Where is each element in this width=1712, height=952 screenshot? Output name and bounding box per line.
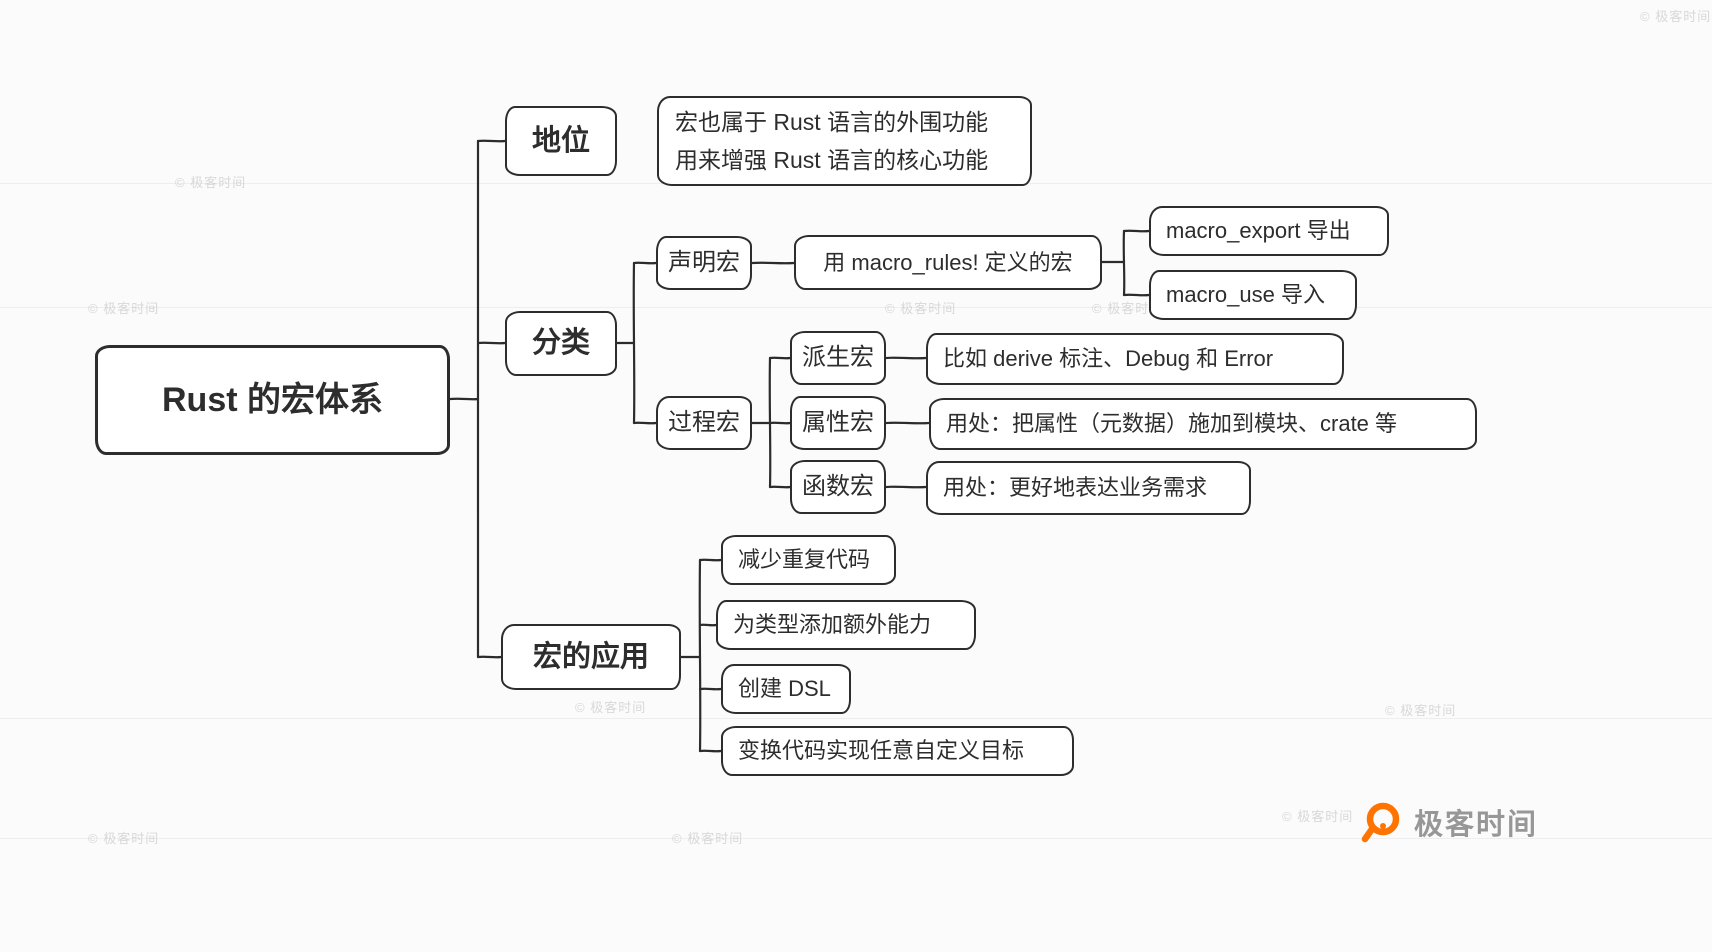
connector	[1122, 293, 1151, 297]
node-derive-macro: 派生宏	[790, 331, 886, 385]
node-application: 宏的应用	[501, 624, 681, 690]
watermark: © 极客时间	[672, 831, 744, 846]
connector	[884, 421, 931, 425]
connector	[632, 261, 658, 265]
node-app-create-dsl: 创建 DSL	[721, 664, 851, 714]
watermark: © 极客时间	[175, 175, 247, 190]
node-category-label: 分类	[531, 327, 590, 360]
node-procedural-macro-label: 过程宏	[668, 409, 740, 436]
node-app-extra-ability-label: 为类型添加额外能力	[733, 612, 932, 638]
node-status-note-line2: 用来增强 Rust 语言的核心功能	[675, 147, 989, 173]
node-macro-export-label: macro_export 导出	[1166, 218, 1351, 244]
connector	[632, 261, 636, 425]
connector	[698, 687, 723, 691]
node-declarative-macro-label: 声明宏	[668, 249, 740, 276]
watermark: © 极客时间	[575, 700, 647, 715]
node-function-macro: 函数宏	[790, 460, 886, 514]
divider	[0, 718, 1712, 719]
node-macro-export: macro_export 导出	[1149, 206, 1389, 256]
node-category: 分类	[505, 311, 617, 376]
node-procedural-macro: 过程宏	[656, 396, 752, 450]
node-attribute-note: 用处：把属性（元数据）施加到模块、crate 等	[929, 398, 1477, 450]
watermark: © 极客时间	[1092, 301, 1164, 316]
node-macro-rules-label: 用 macro_rules! 定义的宏	[823, 249, 1073, 275]
connector	[448, 397, 480, 401]
connector	[768, 356, 792, 360]
node-application-label: 宏的应用	[532, 640, 649, 673]
connector	[632, 421, 658, 425]
connector	[476, 139, 507, 143]
watermark: © 极客时间	[885, 301, 957, 316]
divider	[0, 307, 1712, 308]
node-status-label: 地位	[531, 124, 590, 157]
watermark: © 极客时间	[1640, 9, 1712, 24]
node-function-note: 用处：更好地表达业务需求	[926, 461, 1251, 515]
node-function-macro-label: 函数宏	[802, 473, 874, 500]
node-status-note: 宏也属于 Rust 语言的外围功能 用来增强 Rust 语言的核心功能	[657, 96, 1032, 186]
node-declarative-macro: 声明宏	[656, 236, 752, 290]
connector	[476, 655, 503, 659]
node-status-note-line1: 宏也属于 Rust 语言的外围功能	[675, 109, 989, 135]
connector	[884, 485, 928, 489]
node-status: 地位	[505, 106, 617, 176]
node-function-note-label: 用处：更好地表达业务需求	[943, 475, 1208, 501]
watermark: © 极客时间	[88, 831, 160, 846]
geektime-logo-icon	[1361, 802, 1400, 843]
watermark: © 极客时间	[88, 301, 160, 316]
node-macro-rules: 用 macro_rules! 定义的宏	[794, 235, 1102, 290]
node-attribute-note-label: 用处：把属性（元数据）施加到模块、crate 等	[946, 411, 1398, 437]
node-derive-note-label: 比如 derive 标注、Debug 和 Error	[943, 346, 1274, 372]
connector	[884, 356, 928, 360]
connector	[698, 558, 702, 753]
node-macro-use-label: macro_use 导入	[1166, 282, 1325, 308]
node-app-transform-code-label: 变换代码实现任意自定义目标	[738, 738, 1025, 764]
node-app-reduce-duplication: 减少重复代码	[721, 535, 896, 585]
connector	[476, 139, 480, 659]
node-macro-use: macro_use 导入	[1149, 270, 1357, 320]
connector	[1122, 229, 1126, 297]
connector	[698, 558, 723, 562]
connector	[698, 749, 723, 753]
connector	[768, 421, 792, 425]
node-app-extra-ability: 为类型添加额外能力	[716, 600, 976, 650]
connector	[1122, 229, 1151, 233]
node-root-label: Rust 的宏体系	[162, 380, 383, 419]
geektime-brand-text: 极客时间	[1414, 809, 1539, 841]
node-attribute-macro: 属性宏	[790, 396, 886, 450]
connector	[768, 485, 792, 489]
connector	[698, 623, 718, 627]
node-app-reduce-duplication-label: 减少重复代码	[738, 547, 871, 573]
node-attribute-macro-label: 属性宏	[802, 409, 874, 436]
divider	[0, 838, 1712, 839]
watermark: © 极客时间	[1385, 703, 1457, 718]
watermark: © 极客时间	[1282, 809, 1354, 824]
connector	[768, 356, 772, 489]
node-derive-note: 比如 derive 标注、Debug 和 Error	[926, 333, 1344, 385]
node-root: Rust 的宏体系	[95, 345, 450, 455]
connector	[750, 261, 796, 265]
node-derive-macro-label: 派生宏	[802, 344, 874, 371]
node-app-transform-code: 变换代码实现任意自定义目标	[721, 726, 1074, 776]
geektime-brand: 极客时间	[1358, 798, 1538, 846]
node-app-create-dsl-label: 创建 DSL	[738, 676, 831, 702]
connector	[476, 341, 507, 345]
